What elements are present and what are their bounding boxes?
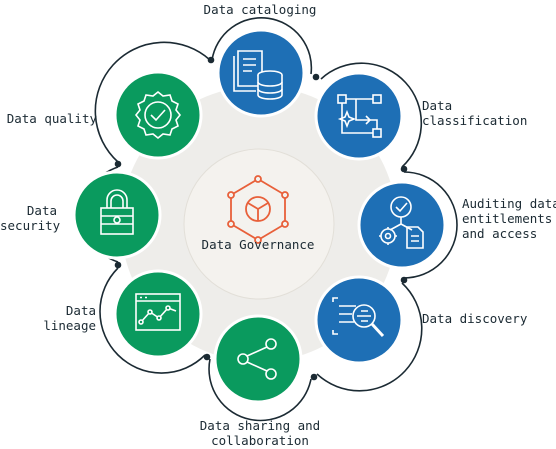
arc-lineage <box>99 267 206 374</box>
node-auditing <box>357 180 447 270</box>
share-icon <box>237 338 277 380</box>
center-label: Data Governance <box>201 237 315 252</box>
arc-auditing <box>403 171 458 279</box>
center-circle <box>183 148 335 300</box>
arc-discovery <box>316 282 423 392</box>
node-security <box>72 170 162 260</box>
arc-sharing <box>208 358 312 422</box>
label-security: Data security <box>0 203 61 233</box>
audit-gear-document-icon <box>379 196 424 249</box>
label-auditing: Auditing data entitlements and access <box>462 196 556 241</box>
discovery-magnifier-icon <box>332 297 385 338</box>
classification-flow-icon <box>337 94 382 138</box>
label-quality: Data quality <box>6 111 97 126</box>
arc-classification <box>320 62 423 168</box>
node-cataloging <box>216 28 306 118</box>
quality-badge-icon <box>134 90 182 140</box>
arc-quality <box>94 41 211 163</box>
lineage-chart-icon <box>135 293 181 331</box>
connector-dots <box>114 56 408 381</box>
catalog-database-icon <box>233 50 283 100</box>
arc-cataloging <box>211 17 313 75</box>
node-sharing <box>213 314 303 404</box>
padlock-icon <box>100 189 134 235</box>
node-classification <box>314 71 404 161</box>
node-discovery <box>314 275 404 365</box>
node-quality <box>113 70 203 160</box>
label-discovery: Data discovery <box>422 311 528 326</box>
node-lineage <box>113 269 203 359</box>
label-cataloging: Data cataloging <box>203 2 317 17</box>
label-lineage: Data lineage <box>43 303 96 333</box>
label-sharing: Data sharing and collaboration <box>199 418 321 448</box>
governance-hexagon-icon <box>227 175 289 244</box>
label-classification: Data classification <box>422 98 528 128</box>
